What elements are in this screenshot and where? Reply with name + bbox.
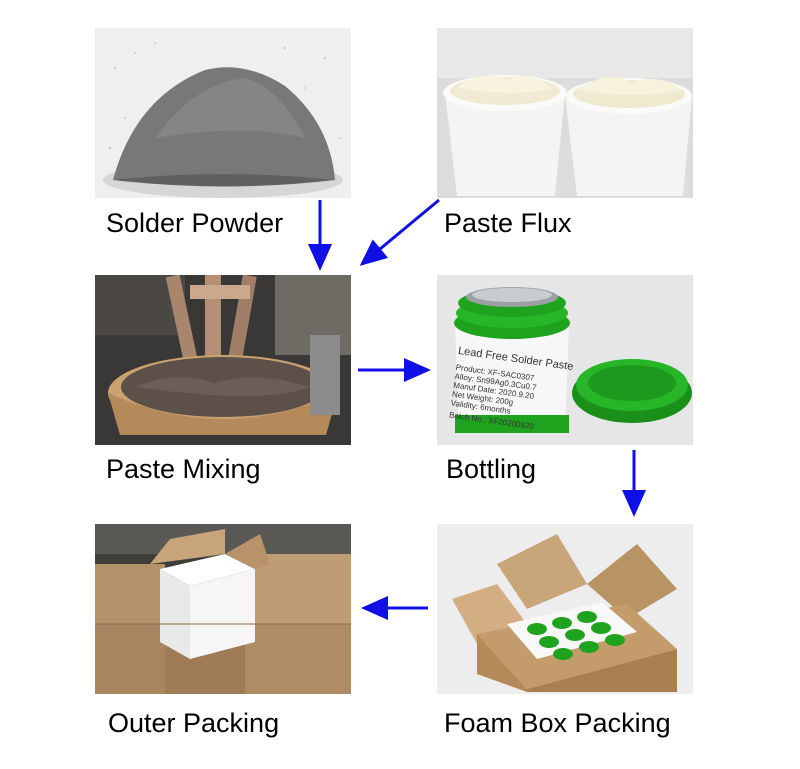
outer-packing-photo xyxy=(95,524,351,694)
step-caption: Outer Packing xyxy=(108,708,280,738)
step-caption: Foam Box Packing xyxy=(444,708,671,738)
step-caption: Bottling xyxy=(446,454,537,484)
step-caption: Paste Mixing xyxy=(106,454,261,484)
solder-powder-photo xyxy=(95,28,351,198)
arrow-flux-to-mixing xyxy=(359,198,440,266)
paste-flux-photo xyxy=(437,28,693,198)
bottling-photo: Lead Free Solder Paste Product: XF-SAC03… xyxy=(437,275,693,445)
step-caption: Paste Flux xyxy=(444,208,572,238)
step-caption: Solder Powder xyxy=(106,208,284,238)
paste-mixing-photo xyxy=(95,275,351,445)
foam-box-packing-photo xyxy=(437,524,693,694)
